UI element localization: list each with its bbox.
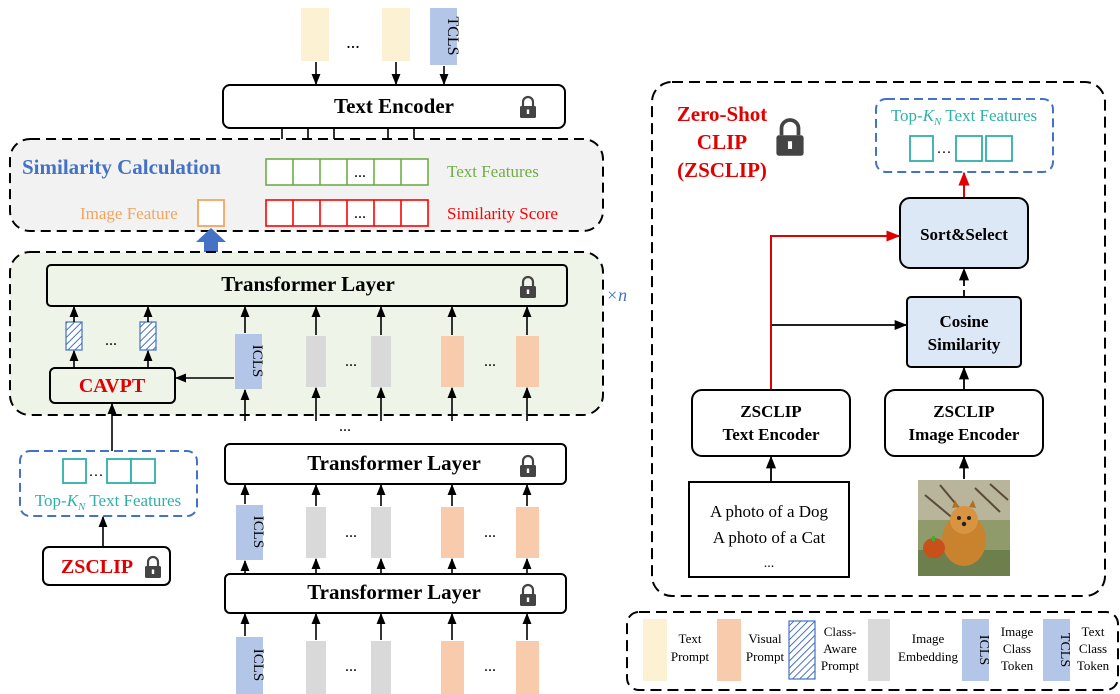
transformer-layer-middle: Transformer Layer: [224, 443, 567, 485]
svg-text:Class: Class: [1003, 641, 1031, 656]
zero-shot-title-line3: (ZSCLIP): [677, 158, 767, 182]
layer-ellipsis: ...: [339, 418, 351, 435]
visual-prompt-ellipsis: ...: [484, 524, 496, 541]
svg-text:ICLS: ICLS: [976, 635, 991, 665]
svg-text:Token: Token: [1001, 658, 1034, 673]
transformer-layer-bottom-label: Transformer Layer: [307, 580, 481, 604]
zsclip-left-label: ZSCLIP: [61, 556, 133, 578]
zsclip-text-encoder-line1: ZSCLIP: [740, 402, 801, 421]
topk-left-label: Top-KN Text Features: [35, 491, 181, 513]
ellipsis: ...: [346, 32, 360, 52]
icls-token-label: ICLS: [250, 649, 266, 682]
svg-text:Aware: Aware: [823, 641, 857, 656]
icls-token-label: ICLS: [249, 345, 265, 378]
zsclip-block-left: ZSCLIP: [42, 546, 171, 586]
cosine-line1: Cosine: [939, 312, 989, 331]
legend-visual-prompt: Visual Prompt: [717, 619, 785, 681]
embedding-ellipsis: ...: [345, 524, 357, 541]
prompt-ellipsis: ...: [105, 332, 117, 349]
svg-text:Text: Text: [1082, 624, 1105, 639]
sort-select-label: Sort&Select: [920, 225, 1008, 244]
cosine-similarity-block: [906, 296, 1022, 368]
middle-tokens: ICLS ... ...: [236, 483, 539, 574]
topk-features-left: ··· Top-KN Text Features: [19, 450, 198, 517]
svg-text:Class: Class: [1079, 641, 1107, 656]
legend-class-aware-prompt: Class- Aware Prompt: [788, 620, 860, 680]
bottom-tokens: ICLS ... ...: [236, 612, 539, 694]
svg-text:Prompt: Prompt: [821, 658, 860, 673]
svg-text:Image: Image: [912, 631, 945, 646]
text-features-label: Text Features: [447, 162, 539, 181]
svg-text:Visual: Visual: [748, 631, 782, 646]
legend-text-prompt: Text Prompt: [643, 619, 710, 681]
dog-photo: [918, 480, 1010, 576]
text-prompt-tokens: ... TCLS: [301, 8, 461, 86]
transformer-layer-top-label: Transformer Layer: [221, 272, 395, 296]
text-prompts-box: [688, 481, 850, 578]
legend: Text Prompt Visual Prompt Class- Aware P…: [626, 611, 1119, 691]
svg-text:Image: Image: [1001, 624, 1034, 639]
image-feature-label: Image Feature: [80, 204, 178, 223]
text-encoder-label: Text Encoder: [334, 94, 454, 118]
cavpt-label: CAVPT: [79, 375, 146, 397]
legend-image-class-token: ICLS Image Class Token: [962, 619, 1034, 681]
zsclip-image-encoder-line2: Image Encoder: [909, 425, 1020, 444]
tcls-token-label: TCLS: [444, 16, 461, 55]
svg-text:Text: Text: [679, 631, 702, 646]
image-feature-box: [197, 199, 225, 227]
topk-right-label: Top-KN Text Features: [891, 106, 1037, 128]
transformer-stack-panel: Transformer Layer ×n ... CAVPT ICLS ... …: [9, 251, 627, 421]
zero-shot-title-line1: Zero-Shot: [677, 102, 768, 126]
zero-shot-clip-panel: Zero-Shot CLIP (ZSCLIP) Top-KN Text Feat…: [651, 81, 1106, 597]
legend-text-class-token: TCLS Text Class Token: [1043, 619, 1110, 681]
similarity-score-ellipsis: ...: [354, 205, 366, 222]
transformer-layer-top: [46, 264, 568, 307]
embedding-ellipsis: ...: [345, 353, 357, 370]
visual-prompt-ellipsis: ...: [484, 353, 496, 370]
prompt-line2: A photo of a Cat: [713, 528, 826, 547]
prompt-line1: A photo of a Dog: [710, 502, 829, 521]
svg-text:Token: Token: [1077, 658, 1110, 673]
transformer-layer-middle-label: Transformer Layer: [307, 451, 481, 475]
text-encoder-block: Text Encoder: [222, 84, 566, 129]
svg-text:Embedding: Embedding: [898, 649, 958, 664]
legend-image-embedding: Image Embedding: [868, 619, 958, 681]
visual-prompt-ellipsis: ...: [484, 658, 496, 675]
cosine-line2: Similarity: [928, 335, 1001, 354]
icls-token-label: ICLS: [250, 516, 266, 549]
zsclip-text-encoder-block: [691, 389, 851, 457]
zsclip-text-encoder-line2: Text Encoder: [722, 425, 820, 444]
similarity-score-row: ...: [265, 199, 429, 227]
zsclip-image-encoder-block: [884, 389, 1044, 457]
embedding-ellipsis: ...: [345, 658, 357, 675]
topk-right-ellipsis: ···: [937, 145, 952, 161]
svg-text:Class-: Class-: [824, 624, 857, 639]
text-features-row: ...: [265, 158, 429, 186]
zero-shot-title-line2: CLIP: [697, 130, 747, 154]
svg-text:Prompt: Prompt: [671, 649, 710, 664]
svg-text:TCLS: TCLS: [1057, 633, 1072, 667]
zsclip-image-encoder-line1: ZSCLIP: [933, 402, 994, 421]
svg-text:Prompt: Prompt: [746, 649, 785, 664]
topk-left-ellipsis: ···: [89, 468, 104, 484]
similarity-score-label: Similarity Score: [447, 204, 558, 223]
similarity-title: Similarity Calculation: [22, 155, 221, 179]
similarity-calculation-panel: Similarity Calculation ... Text Features…: [9, 138, 604, 232]
text-features-ellipsis: ...: [354, 164, 366, 181]
prompt-line3: ...: [764, 556, 775, 571]
repeat-n-label: ×n: [606, 285, 627, 305]
transformer-layer-bottom: Transformer Layer: [224, 573, 567, 614]
